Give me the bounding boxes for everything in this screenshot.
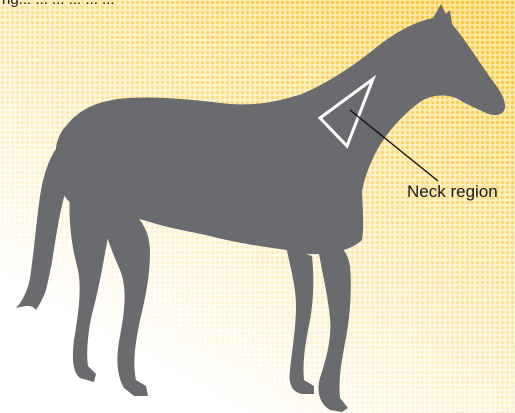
cut-off-top-text: ng... ... ... ... ... ... [2,0,115,8]
neck-region-label: Neck region [407,182,498,202]
